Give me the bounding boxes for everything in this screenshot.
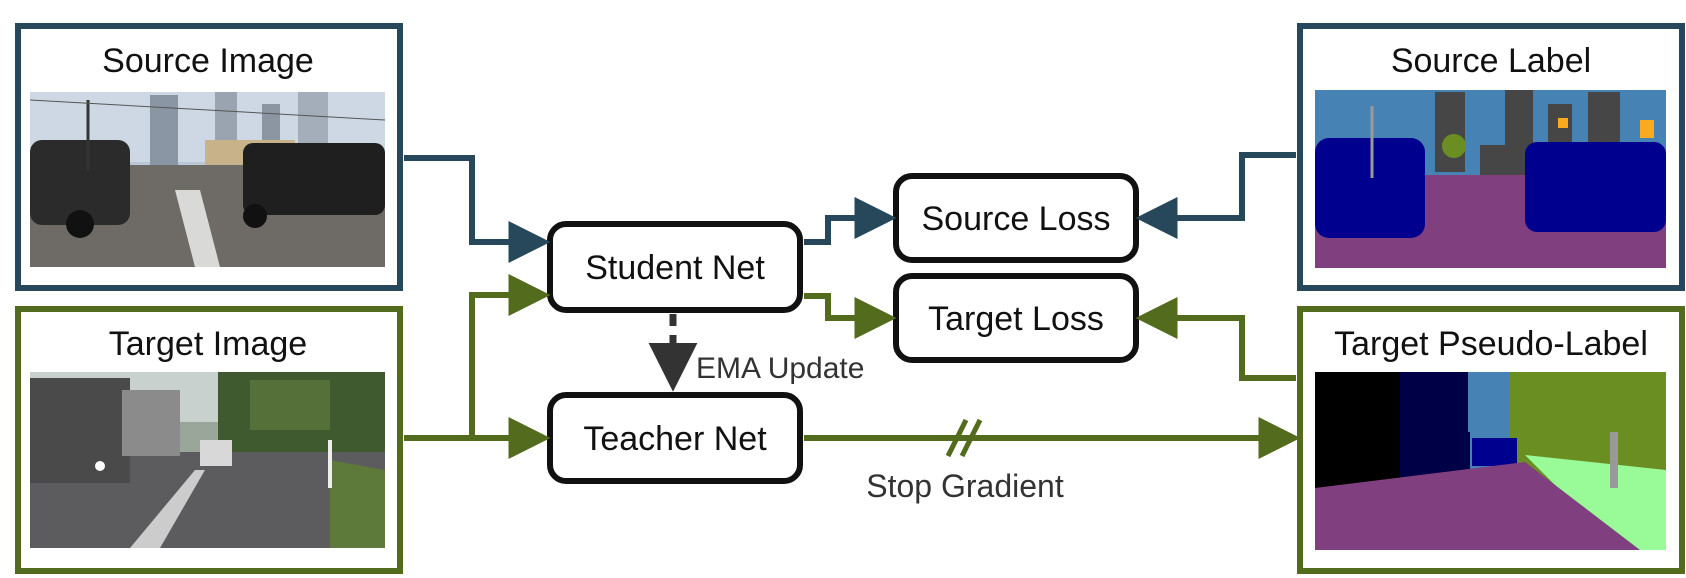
source-loss-label: Source Loss <box>922 200 1111 238</box>
source-image-title: Source Image <box>102 42 314 80</box>
ema-update-label: EMA Update <box>696 352 864 385</box>
target-loss-node: Target Loss <box>893 273 1139 363</box>
source-label-to-source-loss-arrow <box>1135 152 1296 239</box>
pseudo-label-to-target-loss-arrow <box>1135 297 1296 381</box>
target-image-photo <box>30 372 385 548</box>
student-to-source-loss-arrow <box>804 197 897 245</box>
source-image-photo <box>29 92 386 267</box>
target-image-panel: Target Image <box>15 306 403 574</box>
source-loss-node: Source Loss <box>893 173 1139 263</box>
student-net-node: Student Net <box>547 221 803 313</box>
target-loss-label: Target Loss <box>928 300 1104 338</box>
source-image-to-student-arrow <box>404 155 551 263</box>
target-pseudo-label-segmentation <box>1315 372 1666 550</box>
student-net-label: Student Net <box>585 249 765 287</box>
source-label-title: Source Label <box>1391 42 1591 80</box>
teacher-net-label: Teacher Net <box>583 420 767 458</box>
target-image-title: Target Image <box>109 325 307 363</box>
target-pseudo-label-panel: Target Pseudo-Label <box>1297 306 1685 574</box>
stop-gradient-mark <box>945 418 983 458</box>
student-to-target-loss-arrow <box>804 293 897 339</box>
source-label-segmentation <box>1315 90 1666 268</box>
source-image-panel: Source Image <box>15 23 403 291</box>
target-image-to-student-arrow <box>469 274 551 438</box>
teacher-net-node: Teacher Net <box>547 392 803 484</box>
source-label-panel: Source Label <box>1297 23 1685 291</box>
student-net-box <box>547 221 803 313</box>
target-pseudo-label-title: Target Pseudo-Label <box>1334 325 1648 363</box>
stop-gradient-label: Stop Gradient <box>866 468 1064 504</box>
